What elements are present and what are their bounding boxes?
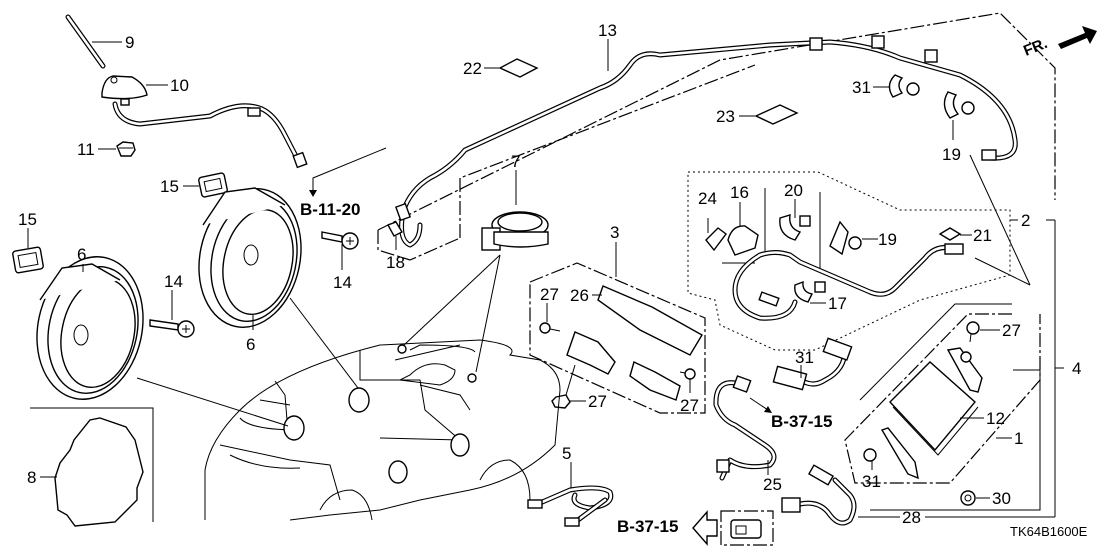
grommet[interactable] [12,246,44,274]
pad-22[interactable] [498,58,539,78]
mount-bracket-right[interactable] [946,347,983,393]
reference-arrow-icon [692,510,718,546]
callout-10: 10 [170,76,189,95]
callout-5: 25 [763,475,782,494]
screw-14-right[interactable] [321,231,359,250]
callout-2: 12 [986,409,1005,428]
connector-socket[interactable] [730,519,762,539]
clip-16[interactable] [705,227,727,252]
clamp-19-top[interactable] [943,91,975,119]
antenna-rod[interactable] [65,14,106,69]
callout-21: 19 [878,230,897,249]
speaker-center[interactable] [187,179,314,337]
callout-27d: 31 [862,472,881,491]
cable-29[interactable] [781,464,857,526]
callout-31b: 17 [828,294,847,313]
clamp-31b[interactable] [794,280,826,303]
sub-cable[interactable] [732,243,964,321]
clip-18[interactable] [386,221,403,237]
bolt-27c[interactable] [966,321,980,343]
callout-29: 28 [902,508,921,527]
speaker-cover[interactable] [54,417,144,527]
callout-19a: 19 [942,145,961,164]
clip-20[interactable] [727,225,759,256]
callout-6b: 6 [246,335,255,354]
callout-19b: 20 [784,181,803,200]
callout-26: 26 [570,286,589,305]
callout-27c: 27 [1002,321,1021,340]
pad-23[interactable] [754,104,799,125]
callout-17: 21 [973,226,992,245]
antenna-nut[interactable] [116,141,136,157]
callout-13: 13 [598,21,617,40]
callout-15a: 15 [160,177,179,196]
callout-27a: 27 [540,285,559,304]
callout-23: 23 [716,107,735,126]
bolt-27a[interactable] [539,322,561,334]
nut-25[interactable] [960,490,976,506]
connector-box [720,510,774,546]
speaker-left[interactable] [24,247,156,409]
vehicle-outline [204,339,561,521]
reference-b-37-15-upper[interactable]: B-37-15 [771,412,832,431]
callout-20: 16 [730,183,749,202]
antenna-cable [112,101,308,169]
cable-5[interactable] [713,375,777,481]
antenna-base[interactable] [101,75,148,106]
bolt-27d[interactable] [863,448,877,462]
diagram-code: TK64B1600E [1010,524,1088,539]
reference-b-11-20[interactable]: B-11-20 [300,200,360,219]
callout-11: 11 [77,140,95,159]
callout-27b: 27 [680,396,699,415]
front-direction-indicator: FR. [1021,26,1097,60]
bolt-24[interactable] [551,364,576,409]
grommet[interactable] [198,172,228,198]
screw-14-left[interactable] [149,319,195,338]
bracket-right[interactable] [629,361,681,401]
clip-17[interactable] [938,227,962,241]
cable-28[interactable] [527,485,614,527]
callout-14a: 14 [164,272,183,291]
callout-14b: 14 [333,273,352,292]
callout-28: 5 [562,444,571,463]
callout-9: 9 [125,33,134,52]
callout-4: 1 [1014,429,1023,448]
callout-8: 8 [27,468,36,487]
callout-25: 30 [992,489,1011,508]
clamp-21[interactable] [829,220,862,256]
callout-1: 31 [795,348,814,367]
clamp-31-top[interactable] [888,74,920,98]
front-arrow-icon [1058,26,1097,49]
cable-1[interactable] [772,337,853,391]
callout-24: 27 [588,392,607,411]
callout-31a: 31 [852,78,871,97]
callout-15b: 15 [18,210,37,229]
callout-3: 3 [610,223,619,242]
bracket-left[interactable] [566,331,616,375]
callout-16: 24 [698,189,717,208]
callout-30: 4 [1072,359,1081,378]
callout-6a: 6 [77,245,86,264]
callout-18: 18 [386,253,405,272]
reference-b-37-15-lower[interactable]: B-37-15 [617,517,678,536]
callout-22: 22 [463,59,482,78]
unit-2[interactable] [889,361,979,456]
tweeter[interactable] [481,211,549,251]
mount-bracket-left[interactable] [880,427,919,480]
callout-7: 7 [511,152,520,171]
bracket-26[interactable] [597,285,703,356]
feeder-cable[interactable] [395,35,1018,248]
bolt-27b[interactable] [679,368,696,380]
clamp-19b[interactable] [779,214,811,241]
callout-12: 2 [1021,211,1030,230]
